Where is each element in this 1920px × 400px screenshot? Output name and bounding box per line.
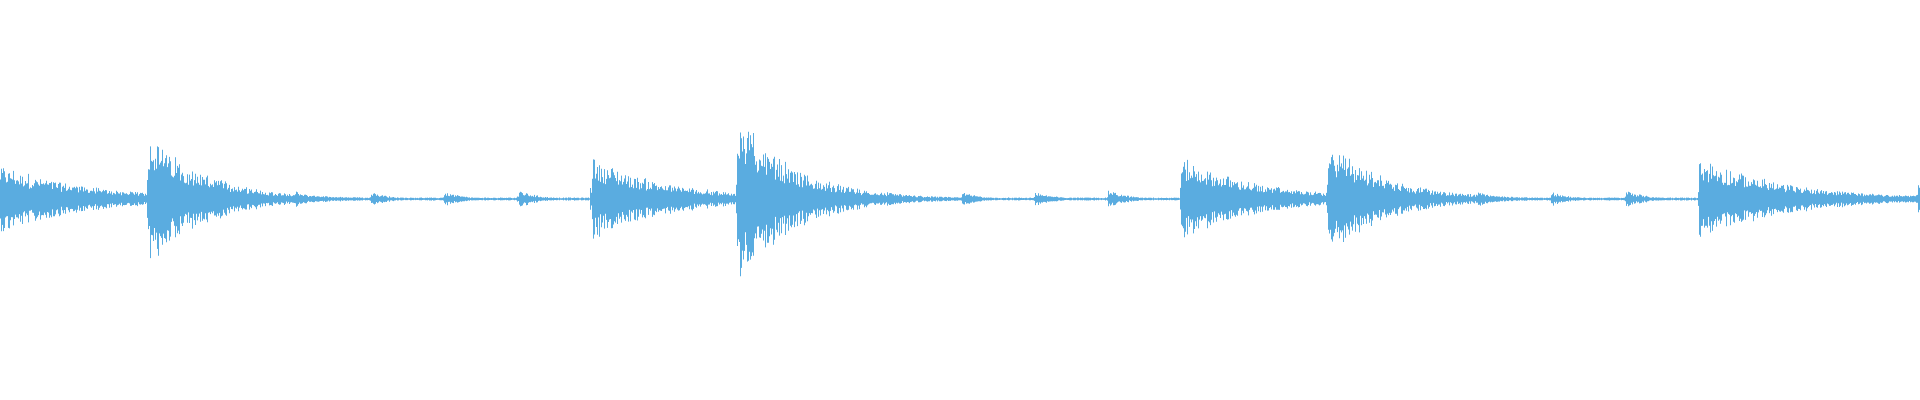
waveform-trace	[0, 131, 1920, 277]
waveform-samples	[0, 131, 1920, 277]
